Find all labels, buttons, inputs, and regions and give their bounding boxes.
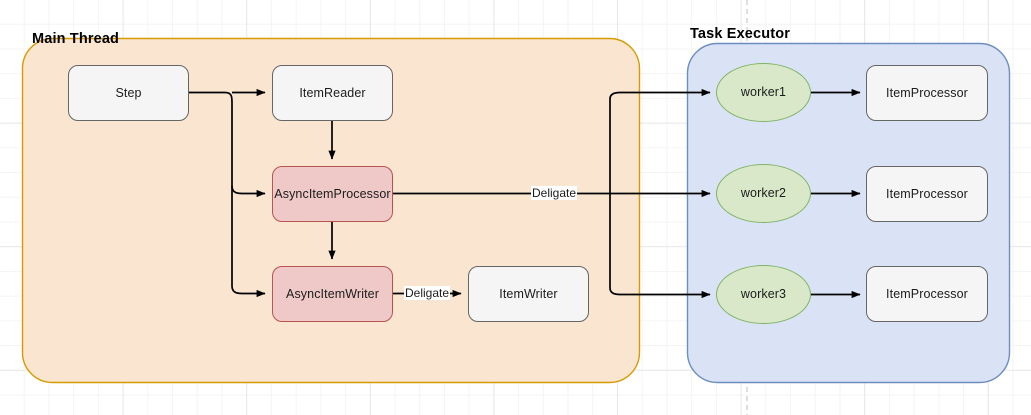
node-item-reader-label: ItemReader [299, 85, 366, 100]
node-item-processor-1-label: ItemProcessor [886, 85, 968, 100]
node-item-processor-3[interactable]: ItemProcessor [866, 266, 988, 322]
node-item-processor-2-label: ItemProcessor [886, 186, 968, 201]
node-step[interactable]: Step [68, 65, 189, 121]
node-worker2-label: worker2 [740, 186, 787, 200]
edge-label-processor-delegate: Deligate [531, 186, 578, 200]
node-worker1[interactable]: worker1 [716, 63, 811, 122]
node-item-writer-label: ItemWriter [499, 286, 558, 301]
node-worker2[interactable]: worker2 [716, 164, 811, 223]
node-item-writer[interactable]: ItemWriter [468, 266, 589, 322]
node-item-reader[interactable]: ItemReader [272, 65, 393, 121]
node-item-processor-1[interactable]: ItemProcessor [866, 65, 988, 121]
node-async-item-writer-label: AsyncItemWriter [286, 286, 379, 301]
node-worker1-label: worker1 [740, 85, 787, 99]
edge-step-fanout [189, 88, 266, 298]
node-async-item-processor[interactable]: AsyncItemProcessor [272, 166, 393, 222]
node-async-item-writer[interactable]: AsyncItemWriter [272, 266, 393, 322]
main-thread-title: Main Thread [32, 31, 120, 47]
task-executor-title: Task Executor [690, 26, 791, 42]
node-async-item-processor-label: AsyncItemProcessor [274, 186, 391, 201]
node-worker3-label: worker3 [740, 287, 787, 301]
node-step-label: Step [115, 85, 142, 100]
node-worker3[interactable]: worker3 [716, 265, 811, 324]
node-item-processor-3-label: ItemProcessor [886, 286, 968, 301]
edge-trunk-to-workers [609, 88, 711, 299]
edge-label-writer-delegate: Deligate [404, 286, 451, 300]
node-item-processor-2[interactable]: ItemProcessor [866, 166, 988, 222]
